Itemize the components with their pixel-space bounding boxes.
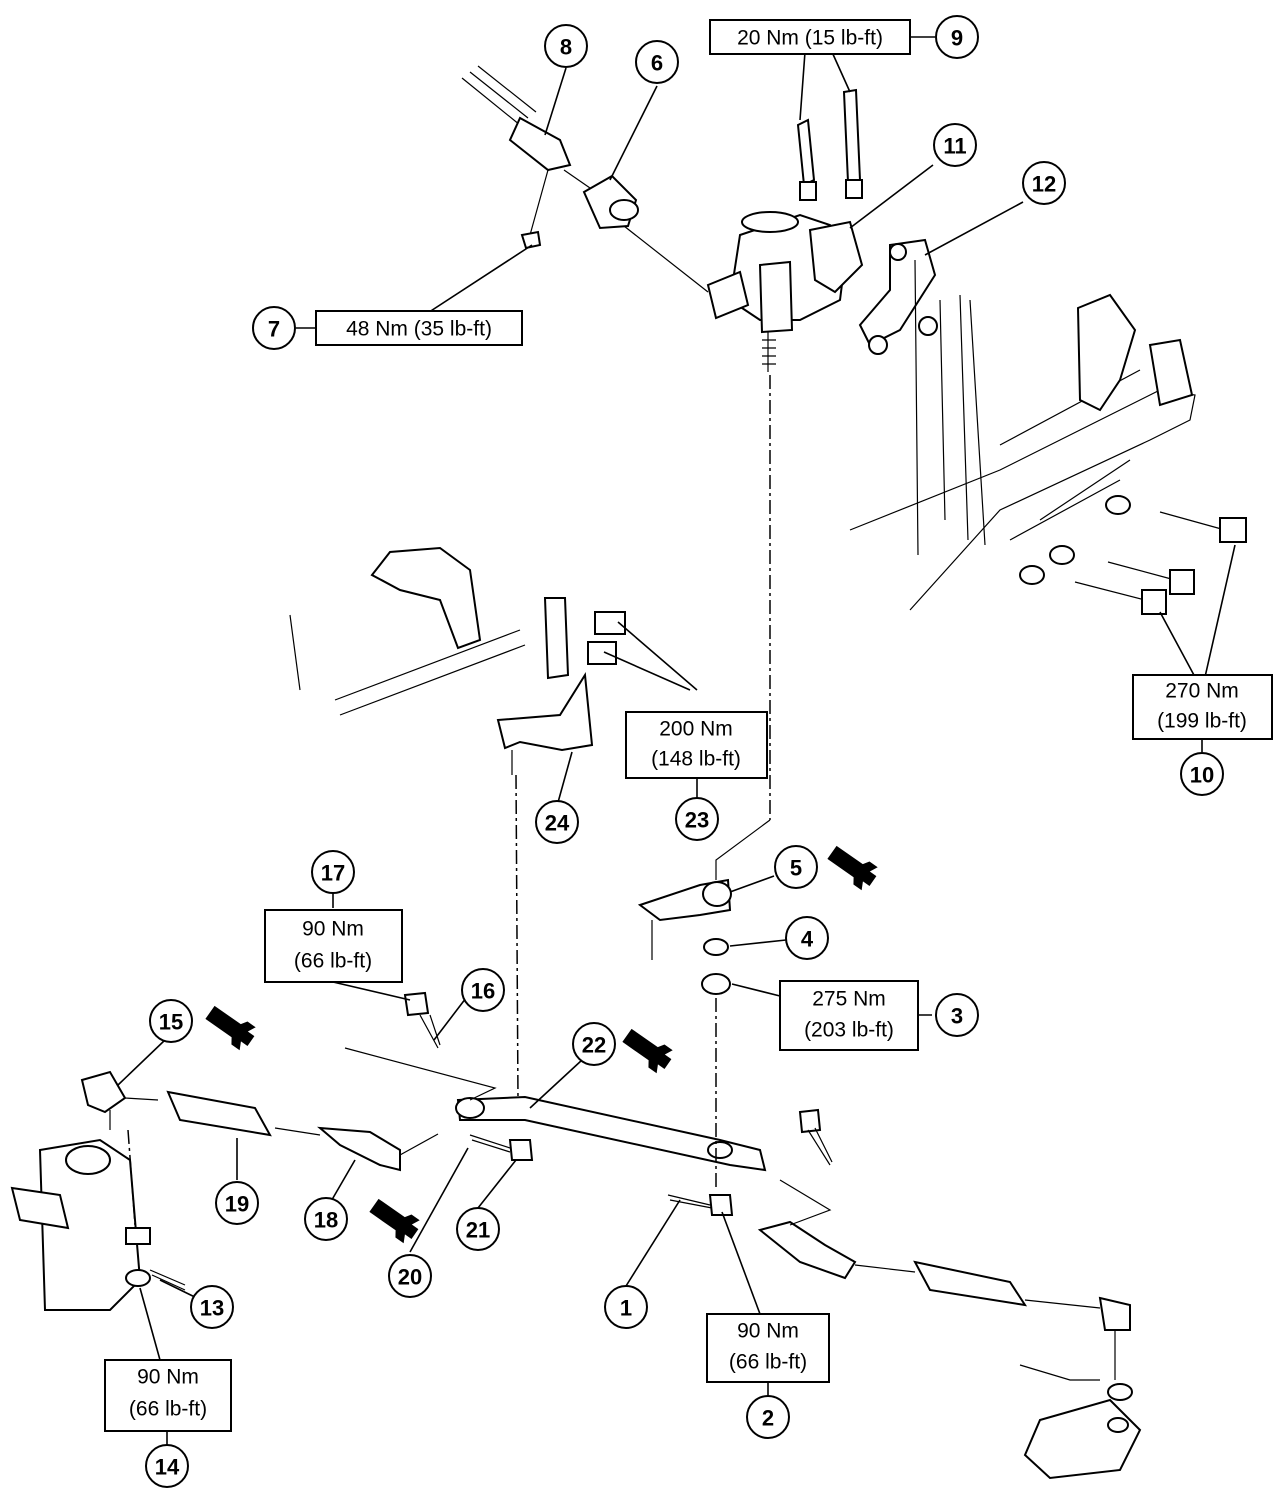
callout-21: 21 xyxy=(456,1207,500,1251)
svg-text:13: 13 xyxy=(200,1296,224,1321)
torque-label-14b: (66 lb-ft) xyxy=(129,1398,207,1421)
torque-box-23: 200 Nm (148 lb-ft) xyxy=(625,711,768,779)
wrench-icons xyxy=(205,845,878,1244)
torque-box-17: 90 Nm (66 lb-ft) xyxy=(264,909,403,983)
pressure-hoses xyxy=(796,88,863,201)
callout-11: 11 xyxy=(933,123,977,167)
spindle-right xyxy=(1019,1364,1142,1480)
wrench-icon xyxy=(205,1005,256,1051)
svg-text:16: 16 xyxy=(471,979,495,1004)
callout-18: 18 xyxy=(304,1197,348,1241)
svg-text:11: 11 xyxy=(943,134,966,159)
callout-22: 22 xyxy=(572,1022,616,1066)
torque-label-3a: 275 Nm xyxy=(812,988,886,1011)
intermediate-shaft xyxy=(461,65,709,293)
svg-text:6: 6 xyxy=(651,51,663,76)
torque-box-2: 90 Nm (66 lb-ft) xyxy=(706,1313,830,1383)
callout-16: 16 xyxy=(461,968,505,1012)
torque-boxes: 20 Nm (15 lb-ft) 48 Nm (35 lb-ft) 270 Nm… xyxy=(104,19,1273,1432)
callout-19: 19 xyxy=(215,1181,259,1225)
leader-lines xyxy=(117,51,1236,1450)
callout-20: 20 xyxy=(388,1254,432,1298)
svg-text:21: 21 xyxy=(466,1218,490,1243)
callout-12: 12 xyxy=(1022,161,1066,205)
callout-24: 24 xyxy=(535,800,579,844)
torque-label-3b: (203 lb-ft) xyxy=(804,1019,894,1042)
svg-text:10: 10 xyxy=(1190,763,1214,788)
torque-label-23b: (148 lb-ft) xyxy=(651,748,741,771)
callout-1: 1 xyxy=(604,1285,648,1329)
callout-7: 7 xyxy=(252,306,296,350)
svg-text:22: 22 xyxy=(582,1033,606,1058)
tie-rod-left xyxy=(80,1070,439,1172)
svg-text:24: 24 xyxy=(545,811,570,836)
callout-2: 2 xyxy=(746,1395,790,1439)
torque-label-17b: (66 lb-ft) xyxy=(294,950,372,973)
torque-box-7: 48 Nm (35 lb-ft) xyxy=(296,310,523,346)
torque-label-10a: 270 Nm xyxy=(1165,680,1239,703)
callout-13: 13 xyxy=(190,1285,234,1329)
svg-text:9: 9 xyxy=(951,26,963,51)
frame-right xyxy=(849,238,1196,611)
wrench-icon xyxy=(369,1198,420,1244)
svg-text:12: 12 xyxy=(1032,172,1056,197)
cotter-pins xyxy=(149,1014,833,1291)
torque-label-17a: 90 Nm xyxy=(302,918,364,941)
svg-text:1: 1 xyxy=(620,1296,632,1321)
torque-box-14: 90 Nm (66 lb-ft) xyxy=(104,1359,232,1432)
callout-10: 10 xyxy=(1180,752,1224,796)
pitman-arm xyxy=(637,878,732,995)
torque-label-10b: (199 lb-ft) xyxy=(1157,710,1247,733)
torque-label-7: 48 Nm (35 lb-ft) xyxy=(346,318,492,341)
steering-gear xyxy=(706,211,864,372)
callout-15: 15 xyxy=(149,999,193,1043)
callout-6: 6 xyxy=(635,40,679,84)
svg-text:7: 7 xyxy=(268,317,280,342)
torque-label-9: 20 Nm (15 lb-ft) xyxy=(737,27,883,50)
callout-9: 9 xyxy=(935,15,979,59)
torque-box-10: 270 Nm (199 lb-ft) xyxy=(1132,674,1273,752)
spindle-left xyxy=(10,1138,151,1311)
svg-text:8: 8 xyxy=(560,35,572,60)
wrench-icon xyxy=(827,845,878,891)
torque-box-3: 275 Nm (203 lb-ft) xyxy=(779,980,919,1051)
svg-text:19: 19 xyxy=(225,1192,249,1217)
wrench-icon xyxy=(622,1028,673,1074)
torque-label-2a: 90 Nm xyxy=(737,1320,799,1343)
torque-label-14a: 90 Nm xyxy=(137,1366,199,1389)
callout-3: 3 xyxy=(935,993,979,1037)
callout-23: 23 xyxy=(675,797,719,841)
torque-label-23a: 200 Nm xyxy=(659,718,733,741)
svg-text:5: 5 xyxy=(790,856,802,881)
svg-text:17: 17 xyxy=(321,861,345,886)
callouts: 1 2 3 4 5 6 7 8 9 10 11 12 13 14 15 16 1… xyxy=(145,15,1224,1488)
callout-17: 17 xyxy=(311,850,355,894)
callout-4: 4 xyxy=(785,916,829,960)
torque-box-9: 20 Nm (15 lb-ft) xyxy=(709,19,935,55)
frame-bolts xyxy=(1019,495,1247,615)
svg-text:3: 3 xyxy=(951,1004,963,1029)
svg-text:2: 2 xyxy=(762,1406,774,1431)
svg-text:15: 15 xyxy=(159,1010,183,1035)
frame-left xyxy=(289,546,626,775)
callout-14: 14 xyxy=(145,1444,189,1488)
callout-5: 5 xyxy=(774,845,818,889)
center-link xyxy=(403,991,822,1216)
svg-text:14: 14 xyxy=(155,1455,180,1480)
svg-text:4: 4 xyxy=(801,927,814,952)
callout-8: 8 xyxy=(544,24,588,68)
svg-text:18: 18 xyxy=(314,1208,338,1233)
torque-label-2b: (66 lb-ft) xyxy=(729,1351,807,1374)
svg-text:23: 23 xyxy=(685,808,709,833)
alignment-lines xyxy=(127,375,832,1226)
tie-rod-right xyxy=(757,1220,1131,1380)
svg-text:20: 20 xyxy=(398,1265,422,1290)
